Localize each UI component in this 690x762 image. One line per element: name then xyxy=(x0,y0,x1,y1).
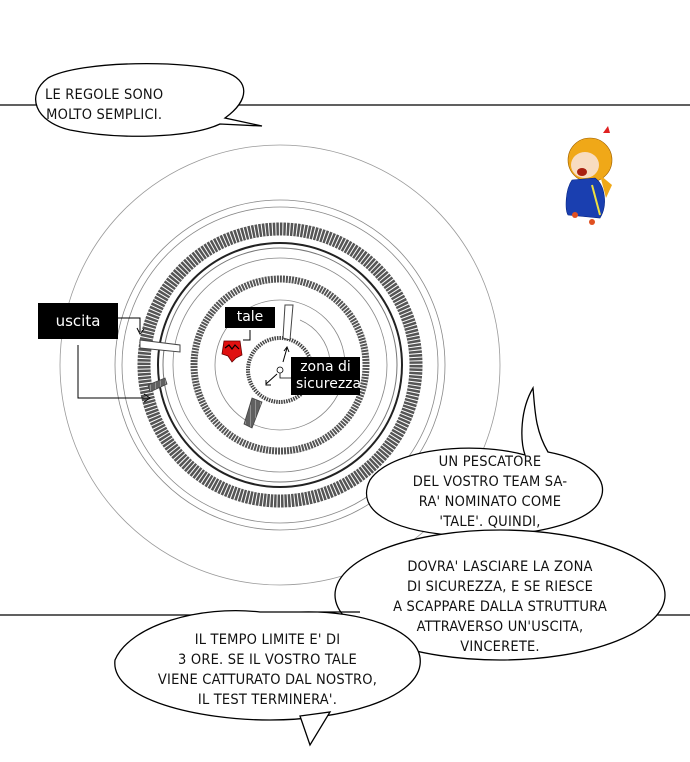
bubble-line: IL TEST TERMINERA'. xyxy=(197,692,338,708)
bubble-line: A SCAPPARE DALLA STRUTTURA xyxy=(393,599,607,615)
safe-zone-label-line: zona di xyxy=(300,359,351,375)
safe-zone-label-line: sicurezza xyxy=(296,376,362,392)
speech-bubble-4: IL TEMPO LIMITE E' DI 3 ORE. SE IL VOSTR… xyxy=(125,630,410,710)
exit-corridor xyxy=(139,339,181,353)
outer-wall-ring xyxy=(137,222,423,508)
bubble-line: VINCERETE. xyxy=(460,639,540,655)
tale-label: tale xyxy=(225,307,275,328)
bubble-line: DI SICUREZZA, E SE RIESCE xyxy=(406,579,594,595)
bubble-line: DEL VOSTRO TEAM SA- xyxy=(412,474,568,490)
exit-label: uscita xyxy=(38,303,118,339)
tale-marker-icon xyxy=(221,340,243,363)
speech-bubble-1: LE REGOLE SONO MOLTO SEMPLICI. xyxy=(45,85,163,125)
bubble-line: LE REGOLE SONO xyxy=(45,87,164,103)
middle-wall-ring xyxy=(190,275,370,455)
bubble-line: VIENE CATTURATO DAL NOSTRO, xyxy=(157,672,378,688)
bubble-line: DOVRA' LASCIARE LA ZONA xyxy=(407,559,593,575)
speech-bubble-shapes xyxy=(35,63,666,747)
bubble-line: IL TEMPO LIMITE E' DI xyxy=(194,632,341,648)
bubble-line: RA' NOMINATO COME xyxy=(418,494,562,510)
speech-bubble-3: DOVRA' LASCIARE LA ZONA DI SICUREZZA, E … xyxy=(355,557,645,657)
speech-bubble-2: UN PESCATORE DEL VOSTRO TEAM SA- RA' NOM… xyxy=(395,452,585,532)
stairs xyxy=(243,397,263,429)
outer-circle xyxy=(59,144,501,586)
bubble-line: UN PESCATORE xyxy=(438,454,542,470)
bubble-line: 3 ORE. SE IL VOSTRO TALE xyxy=(178,652,357,668)
character-illustration xyxy=(565,126,613,225)
bubble-line: 'TALE'. QUINDI, xyxy=(439,514,541,530)
bubble-line: ATTRAVERSO UN'USCITA, xyxy=(416,619,584,635)
bubble-line: MOLTO SEMPLICI. xyxy=(46,107,163,123)
